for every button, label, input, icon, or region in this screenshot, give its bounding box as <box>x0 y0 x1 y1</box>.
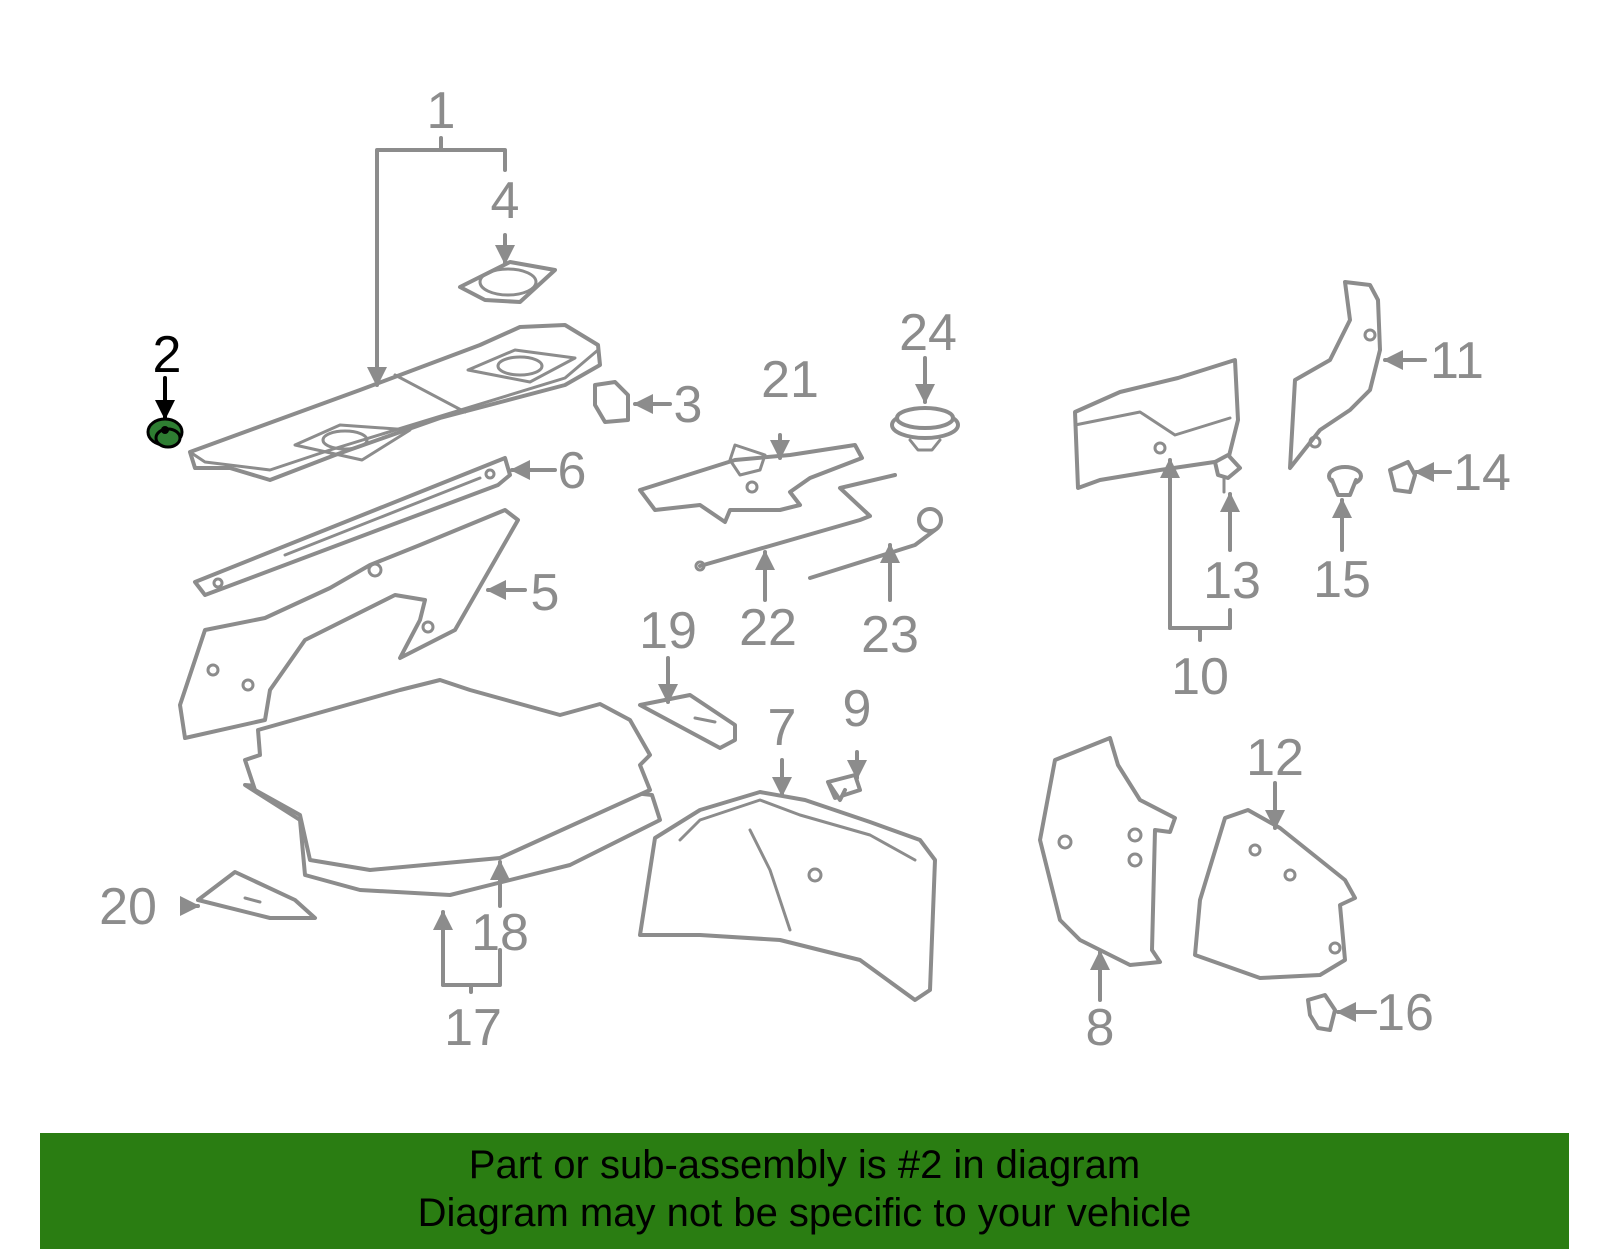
callout-7: 7 <box>768 699 797 757</box>
package-tray-part <box>188 323 602 482</box>
callout-13: 13 <box>1203 552 1261 610</box>
clip-part-14 <box>1388 460 1417 494</box>
callout-2: 2 <box>153 326 182 384</box>
clip-part-16 <box>1306 993 1337 1032</box>
callout-20: 20 <box>99 878 157 936</box>
callout-16: 16 <box>1376 984 1434 1042</box>
speaker-cover-part <box>458 260 557 304</box>
trunk-mat-part <box>243 678 662 897</box>
clip-part-13 <box>1213 453 1242 494</box>
info-banner: Part or sub-assembly is #2 in diagram Di… <box>40 1133 1569 1249</box>
callout-24: 24 <box>899 304 957 362</box>
clip-part-3 <box>593 380 630 424</box>
callout-11: 11 <box>1430 332 1484 390</box>
quarter-trim-part-11 <box>1288 280 1382 470</box>
push-clip-part-15 <box>1327 465 1363 497</box>
callout-18: 18 <box>471 904 529 962</box>
callout-9: 9 <box>843 680 872 738</box>
jack-handle-part <box>694 473 897 572</box>
banner-line-1: Part or sub-assembly is #2 in diagram <box>468 1143 1141 1187</box>
callout-1: 1 <box>427 82 456 140</box>
rear-panel-trim-part <box>178 508 520 740</box>
callout-15: 15 <box>1313 551 1371 609</box>
callout-21: 21 <box>761 351 819 409</box>
callout-22: 22 <box>739 599 797 657</box>
callout-23: 23 <box>861 606 919 664</box>
callout-17: 17 <box>444 999 502 1057</box>
callout-5: 5 <box>531 564 560 622</box>
quarter-panel-trim-part-8 <box>1038 736 1177 967</box>
trunk-side-trim-part <box>638 790 937 1002</box>
callout-14: 14 <box>1453 444 1511 502</box>
spare-tire-hold-down-part <box>890 406 960 452</box>
callout-6: 6 <box>558 442 587 500</box>
banner-line-2: Diagram may not be specific to your vehi… <box>417 1191 1192 1235</box>
trim-piece-part-20 <box>196 870 317 920</box>
callout-8: 8 <box>1086 999 1115 1057</box>
jack-part <box>638 443 864 524</box>
callout-19: 19 <box>639 602 697 660</box>
callout-4: 4 <box>491 172 520 230</box>
trim-strip-part <box>193 456 512 597</box>
quarter-trim-part-12 <box>1193 808 1357 980</box>
callout-3: 3 <box>674 376 703 434</box>
callout-12: 12 <box>1246 729 1304 787</box>
trim-piece-part-19 <box>638 693 737 750</box>
callout-10: 10 <box>1171 648 1229 706</box>
retainer-clip-part-highlighted <box>146 417 184 449</box>
lug-wrench-part <box>808 507 943 580</box>
leader-lines <box>155 136 1452 1022</box>
callout-labels: 1 2 3 4 5 6 7 8 9 10 11 12 13 14 15 16 1… <box>99 82 1511 1057</box>
rear-trim-panel-part-10 <box>1073 358 1240 490</box>
push-clip-part-9 <box>826 773 862 802</box>
